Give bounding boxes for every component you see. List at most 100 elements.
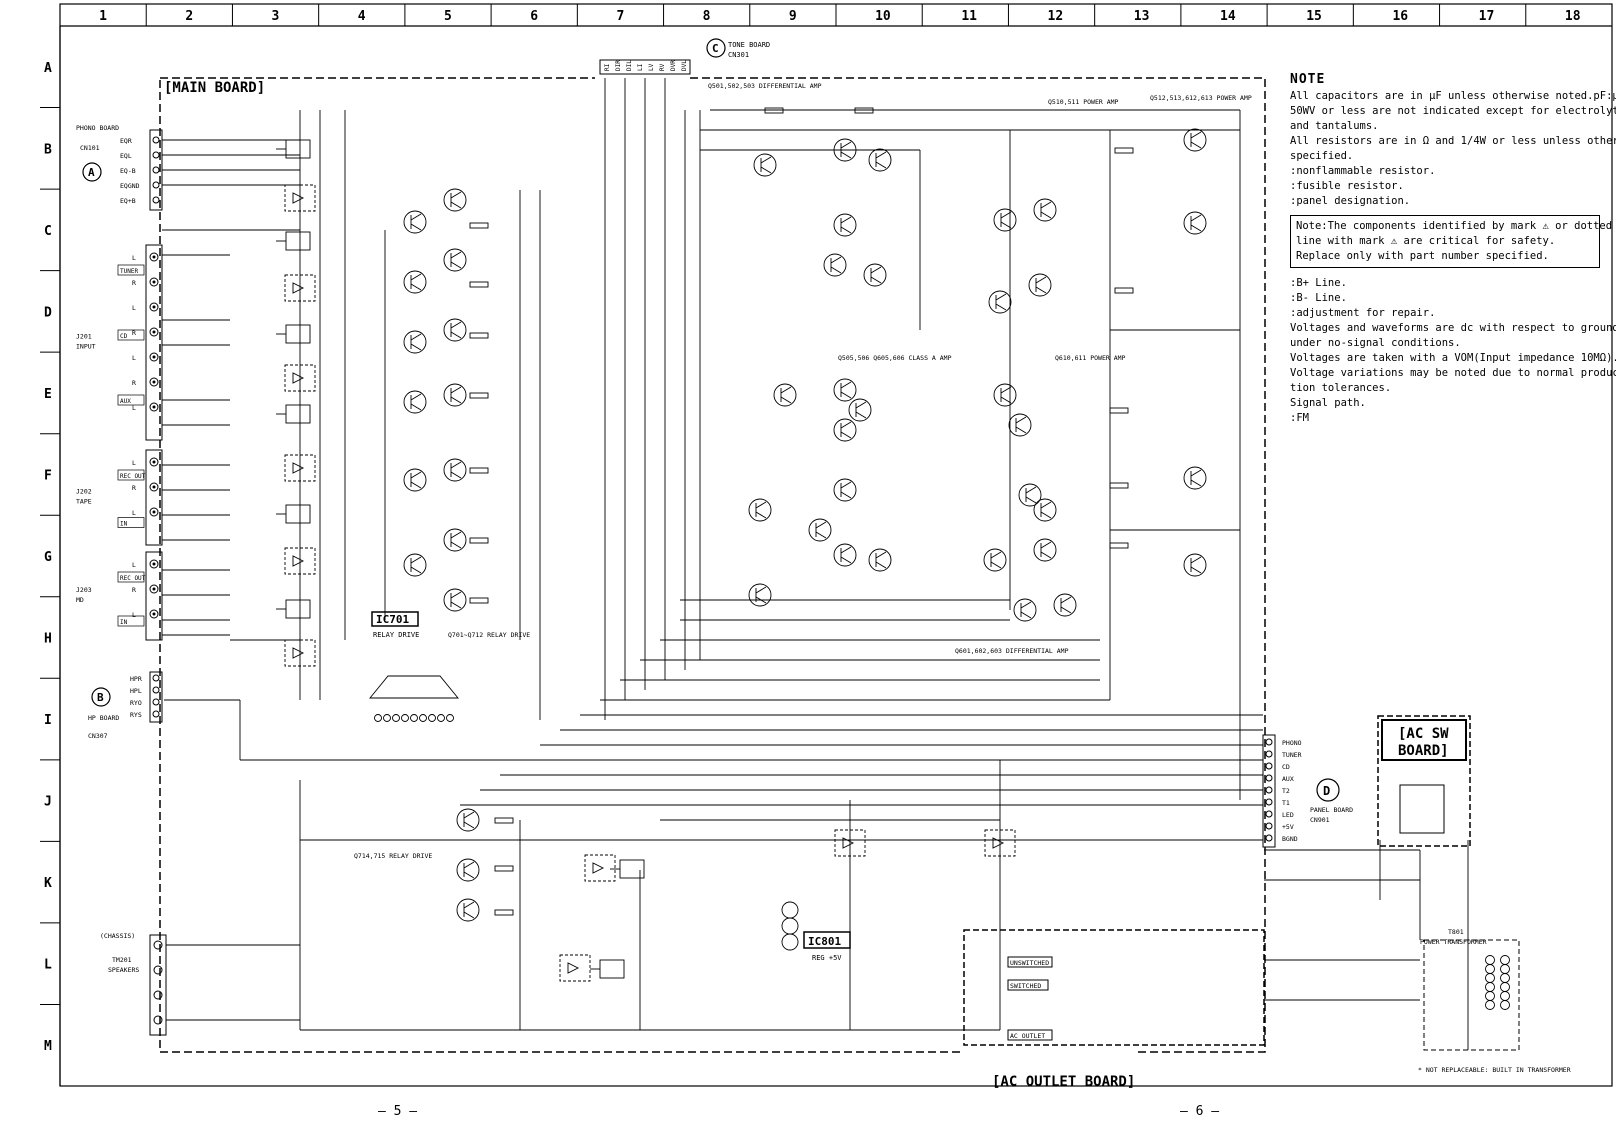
panel-pin-label: CD xyxy=(1282,763,1290,771)
ic701-label: IC701 xyxy=(376,613,409,626)
svg-text:L: L xyxy=(132,459,136,467)
note-line: :B+ Line. xyxy=(1290,277,1347,289)
column-label: 1 xyxy=(99,9,107,24)
svg-text:R: R xyxy=(132,279,136,287)
note-line: under no-signal conditions. xyxy=(1290,337,1461,349)
svg-text:L: L xyxy=(132,561,136,569)
hp-pin-label: RYS xyxy=(130,711,142,719)
row-label: F xyxy=(44,468,52,483)
hp-pin-label: RYO xyxy=(130,699,142,707)
ac-sw-board: [AC SW BOARD] xyxy=(1377,715,1471,847)
tone-pin-label: RV xyxy=(659,63,666,71)
row-label: J xyxy=(44,795,52,810)
jack-group-label: REC OUT xyxy=(120,575,146,582)
note-line: Voltages are taken with a VOM(Input impe… xyxy=(1290,352,1616,364)
tone-pin-label: DVR xyxy=(670,60,677,71)
svg-text:SPEAKERS: SPEAKERS xyxy=(108,966,139,974)
note-line: specified. xyxy=(1290,150,1354,162)
notes-title: NOTE xyxy=(1290,72,1326,87)
note-line: Signal path. xyxy=(1290,397,1366,409)
tone-pin-label: DIR xyxy=(615,60,622,71)
panel-pin-label: TUNER xyxy=(1282,751,1302,759)
jack-id: J203 xyxy=(76,586,92,594)
column-label: 17 xyxy=(1479,9,1495,24)
svg-text:L: L xyxy=(132,254,136,262)
marker-d: D xyxy=(1323,784,1330,798)
switched-label: SWITCHED xyxy=(1010,982,1041,990)
svg-text:L: L xyxy=(132,509,136,517)
ac-outlet-board: [AC OUTLET BOARD] UNSWITCHED SWITCHED AC… xyxy=(963,929,1265,1090)
ic701-desc: RELAY DRIVE xyxy=(373,631,419,639)
phono-board-label: PHONO BOARD xyxy=(76,124,119,132)
hp-pin-label: HPR xyxy=(130,675,142,683)
ic801-desc: REG +5V xyxy=(812,954,842,962)
panel-pin-label: PHONO xyxy=(1282,739,1302,747)
tone-pin-label: DIL xyxy=(626,60,633,71)
label-diff-amp-2: Q601,602,603 DIFFERENTIAL AMP xyxy=(955,647,1069,655)
marker-c: C xyxy=(712,42,719,55)
svg-text:L: L xyxy=(132,611,136,619)
svg-text:R: R xyxy=(132,329,136,337)
note-line: Note:The components identified by mark ⚠… xyxy=(1296,220,1613,232)
column-label: 9 xyxy=(789,9,797,24)
panel-pin-label: T2 xyxy=(1282,787,1290,795)
svg-text:L: L xyxy=(132,404,136,412)
phono-board-id: CN101 xyxy=(80,144,100,152)
svg-text:R: R xyxy=(132,379,136,387)
column-label: 12 xyxy=(1048,9,1064,24)
ac-outlet-label: [AC OUTLET BOARD] xyxy=(992,1074,1135,1090)
column-label: 3 xyxy=(272,9,280,24)
phono-pin-label: EQGND xyxy=(120,182,140,190)
note-line: :fusible resistor. xyxy=(1290,180,1404,192)
row-label: B xyxy=(44,142,52,157)
jack-group-label: IN xyxy=(120,619,128,626)
note-line: Voltage variations may be noted due to n… xyxy=(1290,367,1616,379)
svg-text:R: R xyxy=(132,586,136,594)
note-line: :panel designation. xyxy=(1290,195,1411,207)
page-number-left: — 5 — xyxy=(378,1104,418,1119)
column-label: 7 xyxy=(616,9,624,24)
marker-b-icon xyxy=(91,687,111,707)
panel-pin-label: AUX xyxy=(1282,775,1294,783)
phono-pin-label: EQR xyxy=(120,137,132,145)
label-power-amp-2: Q512,513,612,613 POWER AMP xyxy=(1150,94,1252,102)
panel-board-label: PANEL BOARD xyxy=(1310,806,1353,814)
column-label: 6 xyxy=(530,9,538,24)
transformer-id: T801 xyxy=(1448,928,1464,936)
phono-pin-label: EQ-B xyxy=(120,167,136,175)
svg-text:TM201: TM201 xyxy=(112,956,132,964)
jack-group-label: CD xyxy=(120,333,128,340)
jack-group-label: TUNER xyxy=(120,268,138,275)
jack-group-label: REC OUT xyxy=(120,473,146,480)
column-label: 8 xyxy=(703,9,711,24)
phono-pin-label: EQL xyxy=(120,152,132,160)
panel-pin-label: +5V xyxy=(1282,823,1294,831)
ic801: IC801 REG +5V xyxy=(803,931,851,962)
main-board-label: [MAIN BOARD] xyxy=(164,80,265,96)
label-power-amp-3: Q610,611 POWER AMP xyxy=(1055,354,1126,362)
row-label: M xyxy=(44,1039,52,1054)
svg-text:(CHASSIS): (CHASSIS) xyxy=(100,932,135,940)
tone-pin-label: LV xyxy=(648,63,655,71)
label-relay-drive-2: Q714,715 RELAY DRIVE xyxy=(354,852,432,860)
tone-board-label: TONE BOARD xyxy=(728,41,770,49)
column-label: 4 xyxy=(358,9,366,24)
row-label: C xyxy=(44,224,52,239)
note-line: and tantalums. xyxy=(1290,120,1379,132)
jack-id: J201 xyxy=(76,333,92,341)
svg-text:BOARD]: BOARD] xyxy=(1398,743,1449,759)
row-label: K xyxy=(44,876,52,891)
svg-text:L: L xyxy=(132,354,136,362)
column-label: 15 xyxy=(1306,9,1322,24)
label-relay-drive-1: Q701~Q712 RELAY DRIVE xyxy=(448,631,530,639)
jack-name: TAPE xyxy=(76,498,92,506)
column-label: 5 xyxy=(444,9,452,24)
svg-text:L: L xyxy=(132,304,136,312)
note-line: tion tolerances. xyxy=(1290,382,1392,394)
power-transformer: T801 POWER TRANSFORMER * NOT REPLACEABLE… xyxy=(1418,928,1571,1074)
unswitched-label: UNSWITCHED xyxy=(1010,959,1049,967)
